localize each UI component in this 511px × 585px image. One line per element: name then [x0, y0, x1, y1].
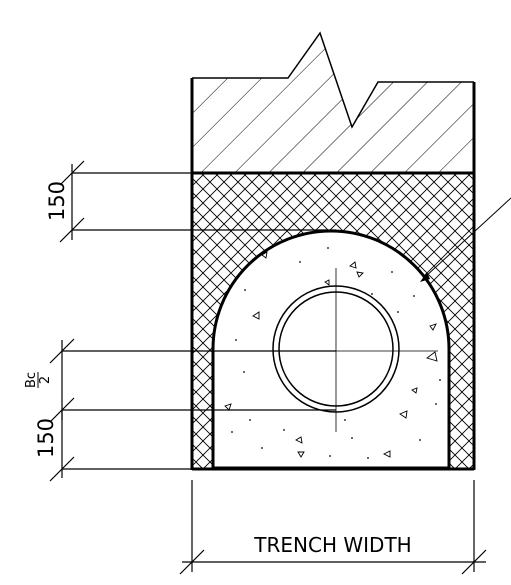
- break-line: [192, 31, 474, 129]
- dim-trench-width: [179, 480, 487, 575]
- dim-trench-width-label: TRENCH WIDTH: [253, 533, 411, 557]
- dim-bedding-label: 150: [34, 418, 58, 458]
- leader-line: [420, 197, 511, 282]
- concrete-aggregate: [224, 251, 438, 458]
- trench-outline: [190, 78, 476, 471]
- dim-top-cover-label: 150: [45, 181, 69, 221]
- dim-half-pipe-label: Bc 2: [24, 372, 53, 388]
- svg-text:2: 2: [38, 376, 53, 384]
- svg-text:Bc: Bc: [24, 372, 39, 388]
- existing-soil: [192, 31, 474, 173]
- pipe: [233, 268, 438, 432]
- dim-top-cover: [59, 160, 336, 243]
- concrete-dots: [231, 247, 441, 459]
- dim-bedding: [49, 410, 192, 482]
